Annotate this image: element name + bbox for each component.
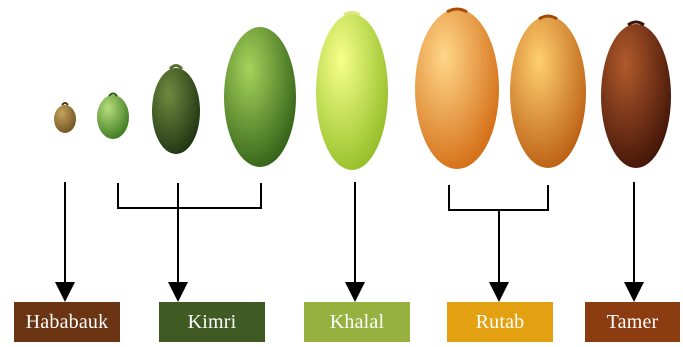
label-hababauk: Hababauk (14, 302, 120, 342)
fruit-khalal (316, 13, 388, 171)
label-khalal: Khalal (304, 302, 410, 342)
fruit-tamer (601, 22, 671, 168)
fruit-kimri-small (97, 94, 129, 140)
fruit-rutab-2 (510, 16, 586, 168)
bracket-kimri (118, 183, 261, 208)
label-kimri: Kimri (159, 302, 265, 342)
fruit-kimri-medium (152, 66, 200, 155)
fruit-rutab-1 (415, 9, 499, 169)
label-rutab: Rutab (447, 302, 553, 342)
label-tamer: Tamer (585, 302, 680, 342)
fruit-kimri-large (224, 27, 296, 167)
fruit-hababauk (54, 103, 76, 133)
bracket-rutab (449, 185, 548, 210)
